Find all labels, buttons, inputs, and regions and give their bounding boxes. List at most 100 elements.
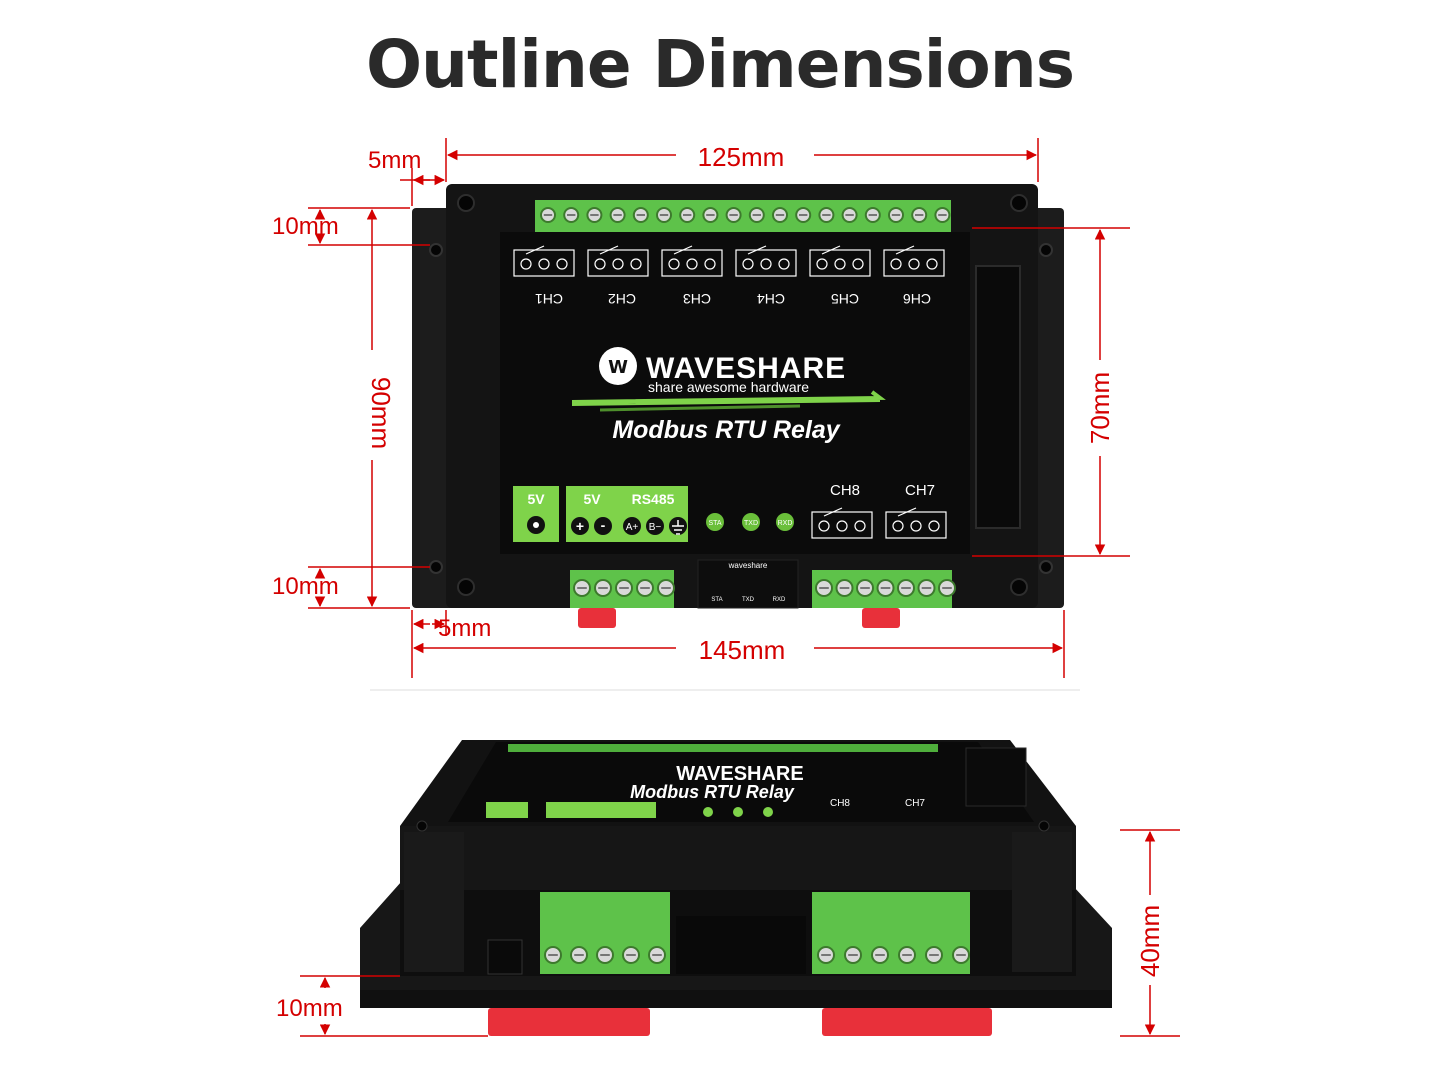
dim-label-base-10: 10mm <box>276 995 343 1022</box>
ch6-label: CH6 <box>903 291 931 307</box>
ch5-label: CH5 <box>831 291 859 307</box>
dim-label-10-bottom: 10mm <box>272 573 339 600</box>
relay-switch <box>821 245 841 255</box>
dim-label-70: 70mm <box>1085 372 1115 444</box>
led-sta-icon <box>706 513 724 531</box>
usb-led-txd-label: TXD <box>742 597 755 603</box>
dim-label-10-top: 10mm <box>272 213 339 240</box>
terminal-strip-persp-top <box>508 744 938 752</box>
dim-label-5-bottom: 5mm <box>438 615 491 642</box>
din-clip-left <box>578 608 616 628</box>
relay-switch <box>897 507 917 517</box>
relay-contact-icon <box>668 258 680 270</box>
brand-name: WAVESHARE <box>646 352 846 385</box>
dim-label-125: 125mm <box>698 142 785 172</box>
hole-tl-icon <box>457 194 475 212</box>
enclosure-front <box>400 826 1076 890</box>
side-slot-persp <box>965 747 1027 807</box>
relay-contact-icon <box>686 258 698 270</box>
ch7-label: CH7 <box>905 482 935 499</box>
top-view-dimensions <box>308 138 1130 678</box>
relay-contact-icon <box>556 258 568 270</box>
led-persp-2-icon <box>733 807 743 817</box>
relay-contact-icon <box>538 258 550 270</box>
relay-outline <box>811 511 873 539</box>
relay-contact-icon <box>630 258 642 270</box>
channel-labels-top: CH1 CH2 CH3 CH4 CH5 CH6 <box>535 291 931 307</box>
rs485-label: RS485 <box>632 491 675 507</box>
led-persp-3-icon <box>763 807 773 817</box>
ch1-label: CH1 <box>535 291 563 307</box>
relay-outline <box>885 511 947 539</box>
hole-tr-icon <box>1010 194 1028 212</box>
relay-outline <box>809 249 871 277</box>
relay-contact-icon <box>704 258 716 270</box>
channel-symbols <box>513 245 945 277</box>
led-rxd-label: RXD <box>778 520 793 527</box>
terminal-screws-bottom <box>573 579 956 597</box>
dim-label-40: 40mm <box>1135 905 1165 977</box>
relay-contact-icon <box>834 258 846 270</box>
din-clip-persp-right <box>822 1008 992 1036</box>
led-persp-1-icon <box>703 807 713 817</box>
relay-outline <box>735 249 797 277</box>
status-leds: STA TXD RXD <box>706 513 794 531</box>
perspective-dimensions <box>300 829 1180 1037</box>
hole-r2-icon <box>1039 560 1053 574</box>
relay-contact-icon <box>852 258 864 270</box>
ch8-label: CH8 <box>830 482 860 499</box>
relay-switch <box>599 245 619 255</box>
power-label: 5V <box>527 491 545 507</box>
relay-contact-icon <box>612 258 624 270</box>
b-minus-pin-icon <box>646 517 664 535</box>
relay-contact-icon <box>890 258 902 270</box>
usb-led-sta-label: STA <box>711 597 722 603</box>
ch7-label-persp: CH7 <box>905 798 925 809</box>
ch3-label: CH3 <box>683 291 711 307</box>
led-txd-icon <box>742 513 760 531</box>
waveshare-logo-icon <box>599 347 637 385</box>
terminal-strip-top <box>535 200 951 232</box>
relay-contact-icon <box>760 258 772 270</box>
side-slot <box>975 265 1021 529</box>
dc-jack-persp <box>487 939 523 975</box>
ch2-label: CH2 <box>608 291 636 307</box>
usb-led-rxd-label: RXD <box>773 597 786 603</box>
din-clip-right <box>862 608 900 628</box>
hole-l1-icon <box>429 243 443 257</box>
power-block-persp <box>486 802 528 818</box>
swoosh-line <box>599 404 801 412</box>
svg-text:-: - <box>601 517 606 533</box>
hole-persp-l-icon <box>416 820 428 832</box>
top-view-dimension-labels: 125mm 5mm 10mm 90mm 10mm 5mm 145mm 70mm <box>272 142 1115 665</box>
mounting-holes <box>429 194 1053 596</box>
usb-brand-label: waveshare <box>728 561 768 570</box>
hole-l2-icon <box>429 560 443 574</box>
relay-contact-icon <box>818 520 830 532</box>
relay-contact-icon <box>742 258 754 270</box>
relay-contact-icon <box>928 520 940 532</box>
hole-bl-icon <box>457 578 475 596</box>
relay-switch <box>525 245 545 255</box>
relay-contact-icon <box>778 258 790 270</box>
usb-board <box>697 559 799 609</box>
plus-icon <box>571 517 589 535</box>
svg-text:+: + <box>576 518 584 534</box>
model-name: Modbus RTU Relay <box>612 416 840 444</box>
b-minus-label: B− <box>649 522 662 533</box>
relay-contact-icon <box>520 258 532 270</box>
a-plus-pin-icon <box>623 517 641 535</box>
a-plus-label: A+ <box>626 522 639 533</box>
relay-outline <box>513 249 575 277</box>
minus-icon <box>594 517 612 535</box>
terminal-block-persp-right <box>812 892 970 974</box>
svg-text:W: W <box>608 357 628 378</box>
relay-switch <box>673 245 693 255</box>
led-sta-label: STA <box>708 520 721 527</box>
perspective-view: WAVESHARE Modbus RTU Relay CH8 CH7 <box>360 740 1112 1036</box>
swoosh-arrow-icon <box>571 390 886 406</box>
relay-contact-icon <box>908 258 920 270</box>
dim-label-145: 145mm <box>699 635 786 665</box>
page-title: Outline Dimensions <box>365 26 1075 103</box>
